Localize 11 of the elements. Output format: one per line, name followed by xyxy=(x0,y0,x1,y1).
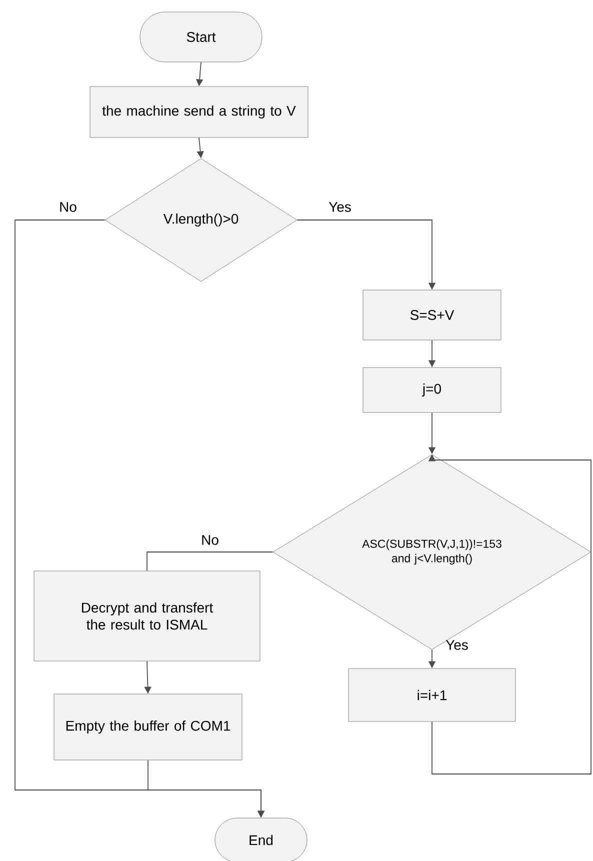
edge-label: Yes xyxy=(328,202,351,212)
process-box: the machine send a string to V xyxy=(90,86,308,138)
process-box: j=0 xyxy=(362,367,502,413)
edge-label: No xyxy=(202,535,218,545)
edge-label: No xyxy=(60,202,76,212)
process-box: S=S+V xyxy=(362,290,502,340)
process-box: Decrypt and transfert the result to ISMAL xyxy=(34,570,260,662)
edge-label: Yes xyxy=(446,640,468,650)
process-box: i=i+1 xyxy=(348,668,516,722)
terminal-oval: End xyxy=(214,818,308,861)
process-box: Empty the buffer of COM1 xyxy=(54,694,242,760)
